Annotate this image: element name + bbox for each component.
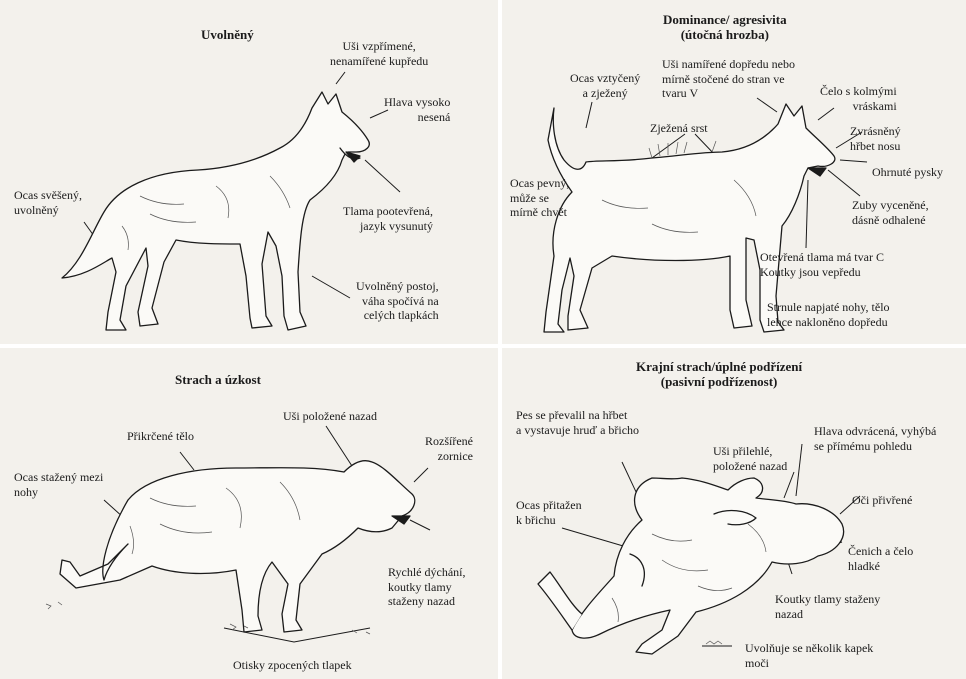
submission-label-ears: Uši přilehlé,položené nazad xyxy=(713,444,787,473)
fear-label-body: Přikrčené tělo xyxy=(127,429,194,444)
fear-title: Strach a úzkost xyxy=(175,372,261,387)
relaxed-label-ears: Uši vzpřímené,nenamířené kupředu xyxy=(330,39,428,68)
panel-relaxed: Uvolněný Uši vzpřímené,nenamířené kupřed… xyxy=(0,0,498,344)
panel-fear: Strach a úzkost Uši položené nazad Přikr… xyxy=(0,348,498,679)
relaxed-label-mouth: Tlama pootevřená,jazyk vysunutý xyxy=(343,204,433,233)
dominance-label-teeth: Zuby vyceněné,dásně odhalené xyxy=(852,198,929,227)
panel-submission: Krajní strach/úplné podřízení(pasivní po… xyxy=(502,348,966,679)
relaxed-title: Uvolněný xyxy=(201,27,254,42)
submission-label-eyes: Oči přivřené xyxy=(852,493,912,508)
dominance-label-lips: Ohrnuté pysky xyxy=(872,165,943,180)
fear-dog-illustration xyxy=(0,348,498,679)
dominance-label-hackles: Zježená srst xyxy=(650,121,708,136)
fear-label-ears: Uši položené nazad xyxy=(283,409,377,424)
submission-title: Krajní strach/úplné podřízení(pasivní po… xyxy=(636,359,802,389)
panel-dominance: Dominance/ agresivita(útočná hrozba) Oca… xyxy=(502,0,966,344)
relaxed-label-tail: Ocas svěšený,uvolněný xyxy=(14,188,82,217)
dominance-title: Dominance/ agresivita(útočná hrozba) xyxy=(663,12,787,42)
fear-label-paws: Otisky zpocených tlapek xyxy=(233,658,352,673)
